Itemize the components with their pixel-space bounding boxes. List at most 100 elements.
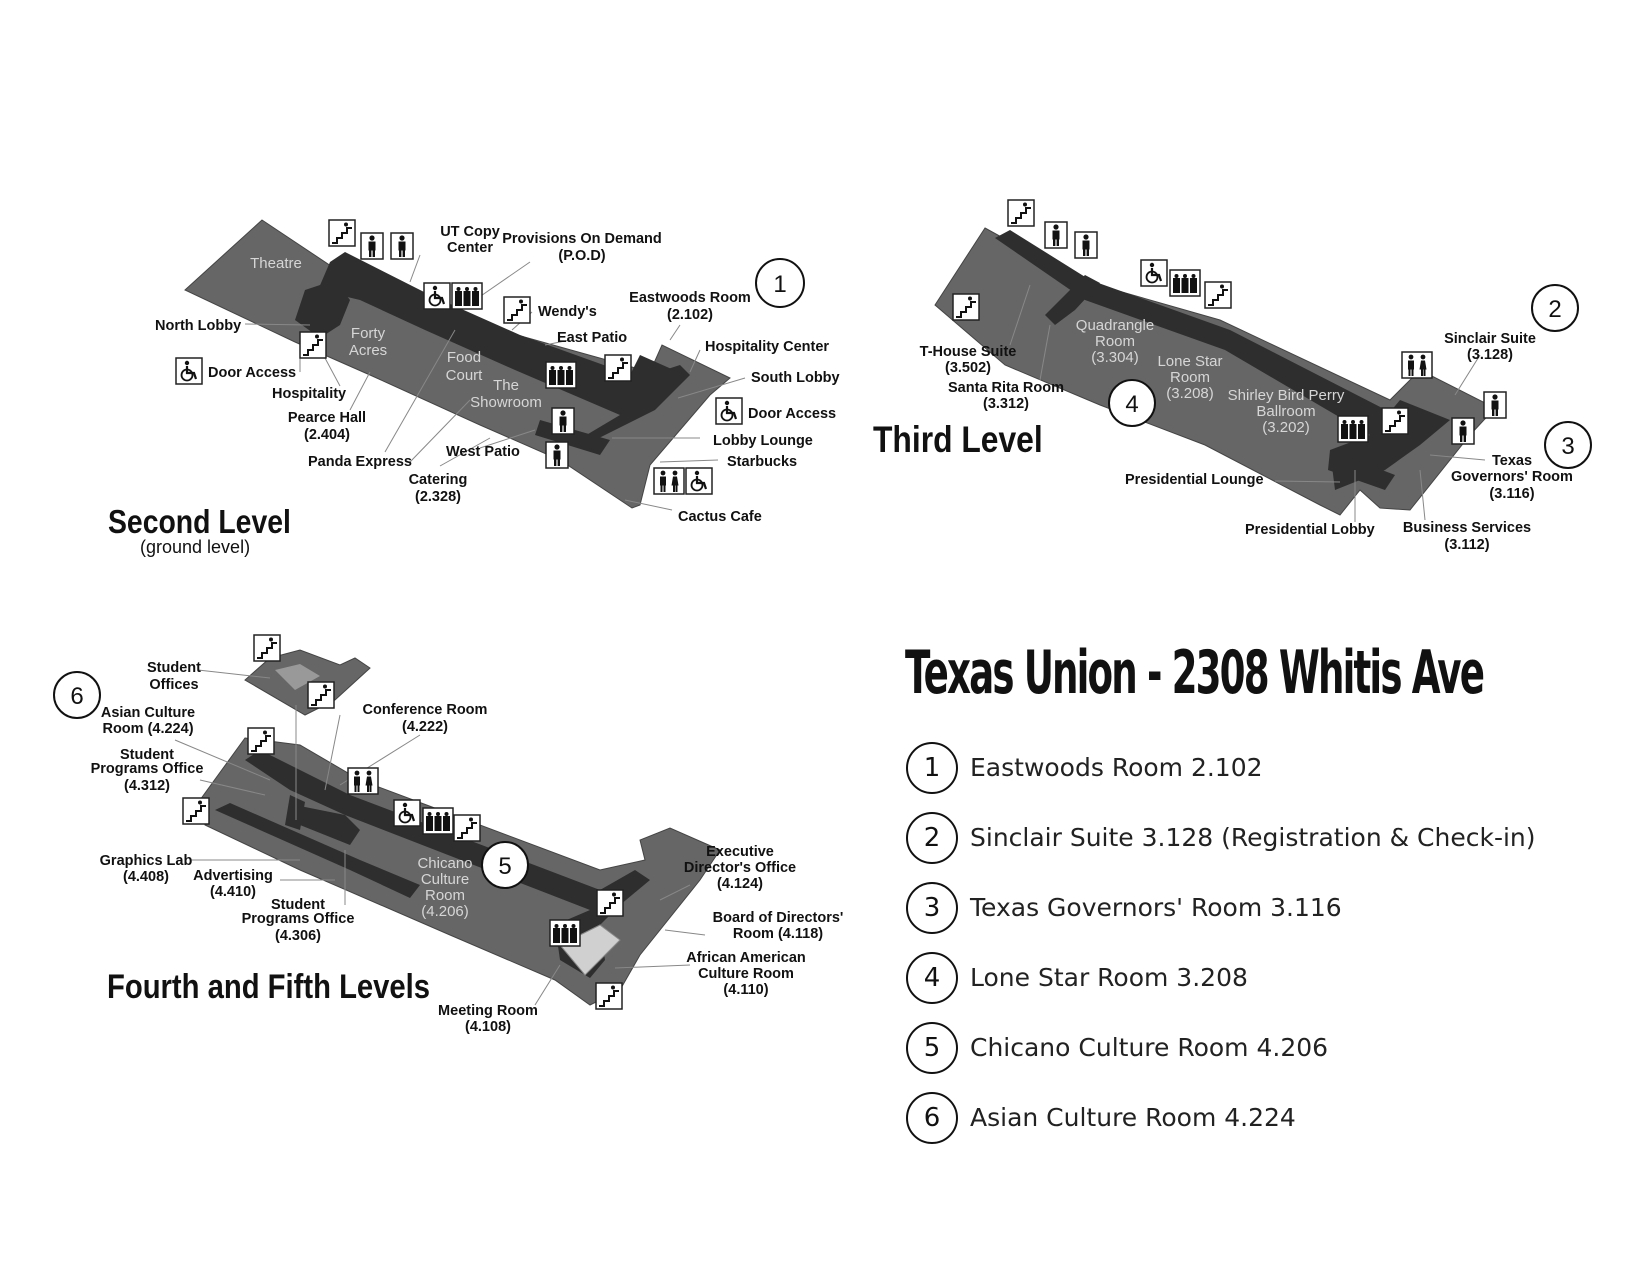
wendys-label: Wendy's — [538, 304, 597, 320]
legend-item: 3 Texas Governors' Room 3.116 — [906, 880, 1536, 935]
chicano-culture-room-2: Culture — [421, 871, 469, 888]
stairs-icon — [328, 219, 356, 247]
food-court-label-2: Court — [446, 367, 484, 384]
restroom-icon — [1074, 231, 1098, 259]
restroom-men-icon — [360, 232, 384, 260]
chicano-culture-room-4: (4.206) — [421, 903, 469, 920]
forty-acres-label: Forty — [351, 325, 386, 342]
starbucks-label: Starbucks — [727, 454, 797, 470]
legend-number-badge: 2 — [906, 811, 958, 864]
wheelchair-icon — [174, 356, 204, 386]
theatre-room: Theatre — [250, 255, 302, 272]
executive-director-number: (4.124) — [717, 876, 763, 892]
texas-governors-label: Texas — [1492, 453, 1532, 469]
presidential-lounge-label: Presidential Lounge — [1125, 472, 1264, 488]
student-programs-number: (4.312) — [124, 778, 170, 794]
second-level-labels: North Lobby Door Access Hospitality Pear… — [155, 224, 840, 525]
stairs-icon — [503, 296, 531, 324]
third-level-map: Quadrangle Room (3.304) Lone Star Room (… — [873, 199, 1592, 553]
elevator-icon — [1337, 415, 1369, 443]
asian-culture-number: Room (4.224) — [102, 721, 193, 737]
stairs-icon — [182, 797, 210, 825]
forty-acres-label-2: Acres — [349, 342, 387, 359]
advertising-label: Advertising — [193, 868, 273, 884]
student-offices-label-2: Offices — [149, 677, 198, 693]
east-patio-label: East Patio — [557, 330, 627, 346]
santa-rita-number: (3.312) — [983, 396, 1029, 412]
student-offices-label: Student — [147, 660, 201, 676]
elevator-icon — [451, 282, 483, 310]
restroom-icon — [551, 407, 575, 435]
lone-star-room-3: (3.208) — [1166, 385, 1214, 402]
panda-express-label: Panda Express — [308, 454, 412, 470]
african-american-number: (4.110) — [723, 982, 768, 998]
restroom-icon — [653, 467, 685, 495]
catering-number: (2.328) — [415, 489, 461, 505]
thouse-suite-label: T-House Suite — [920, 344, 1017, 360]
legend-item: 5 Chicano Culture Room 4.206 — [906, 1020, 1536, 1075]
showroom-label: The — [493, 377, 519, 394]
quadrangle-room: Quadrangle — [1076, 317, 1154, 334]
pearce-hall-label: Pearce Hall — [288, 410, 366, 426]
restroom-icon — [1044, 221, 1068, 249]
pod-label: Provisions On Demand — [502, 231, 662, 247]
legend-number-badge: 4 — [906, 951, 958, 1004]
advertising-number: (4.410) — [210, 884, 256, 900]
legend-item-label: Texas Governors' Room 3.116 — [970, 893, 1342, 922]
badge-6: 6 — [53, 671, 101, 719]
lone-star-room: Lone Star — [1157, 353, 1222, 370]
badge-5: 5 — [481, 841, 529, 889]
stairs-icon — [952, 293, 980, 321]
graphics-lab-number: (4.408) — [123, 869, 169, 885]
lobby-lounge-label: Lobby Lounge — [713, 433, 813, 449]
wheelchair-icon — [392, 798, 422, 828]
board-room-label: Board of Directors' — [713, 910, 844, 926]
stairs-icon — [1007, 199, 1035, 227]
legend-number-badge: 6 — [906, 1091, 958, 1144]
fourth-level-labels: Student Offices Asian Culture Room (4.22… — [91, 660, 844, 1035]
north-lobby-label: North Lobby — [155, 318, 241, 334]
quadrangle-room-3: (3.304) — [1091, 349, 1139, 366]
legend-item: 2 Sinclair Suite 3.128 (Registration & C… — [906, 810, 1536, 865]
badge-1: 1 — [755, 258, 805, 308]
second-level-title: Second Level — [108, 503, 291, 541]
legend-item-label: Asian Culture Room 4.224 — [970, 1103, 1296, 1132]
svg-text:5: 5 — [498, 853, 511, 880]
legend-list: 1 Eastwoods Room 2.102 2 Sinclair Suite … — [906, 740, 1536, 1160]
restroom-icon — [1401, 351, 1433, 379]
legend-item: 6 Asian Culture Room 4.224 — [906, 1090, 1536, 1145]
conference-room-number: (4.222) — [402, 719, 448, 735]
hospitality-label: Hospitality — [272, 386, 346, 402]
page-title: Texas Union - 2308 Whitis Ave — [905, 638, 1485, 708]
legend-number-badge: 3 — [906, 881, 958, 934]
eastwoods-number: (2.102) — [667, 307, 713, 323]
elevator-icon — [422, 807, 454, 835]
legend-item: 1 Eastwoods Room 2.102 — [906, 740, 1536, 795]
wheelchair-icon — [422, 281, 452, 311]
badge-2: 2 — [1531, 284, 1579, 332]
student-programs-2-number: (4.306) — [275, 928, 321, 944]
showroom-label-2: Showroom — [470, 394, 542, 411]
restroom-icon — [347, 767, 379, 795]
african-american-label-2: Culture Room — [698, 966, 794, 982]
door-access-label: Door Access — [208, 365, 296, 381]
thouse-suite-number: (3.502) — [945, 360, 991, 376]
ballroom-3: (3.202) — [1262, 419, 1310, 436]
svg-text:2: 2 — [1548, 296, 1561, 323]
student-programs-label-2: Programs Office — [91, 761, 204, 777]
executive-director-label-2: Director's Office — [684, 860, 796, 876]
restroom-icon — [545, 441, 569, 469]
sinclair-suite-number: (3.128) — [1467, 347, 1513, 363]
ut-copy-label-2: Center — [447, 240, 493, 256]
fourth-level-map: Chicano Culture Room (4.206) Student Off… — [53, 634, 844, 1035]
legend-number-badge: 1 — [906, 741, 958, 794]
third-level-title: Third Level — [873, 420, 1043, 461]
business-services-label: Business Services — [1403, 520, 1531, 536]
executive-director-label: Executive — [706, 844, 774, 860]
ballroom-2: Ballroom — [1256, 403, 1315, 420]
stairs-icon — [453, 814, 481, 842]
hospitality-center-label: Hospitality Center — [705, 339, 829, 355]
second-level-subtitle: (ground level) — [140, 537, 250, 557]
restroom-women-icon — [390, 232, 414, 260]
pearce-hall-number: (2.404) — [304, 427, 350, 443]
